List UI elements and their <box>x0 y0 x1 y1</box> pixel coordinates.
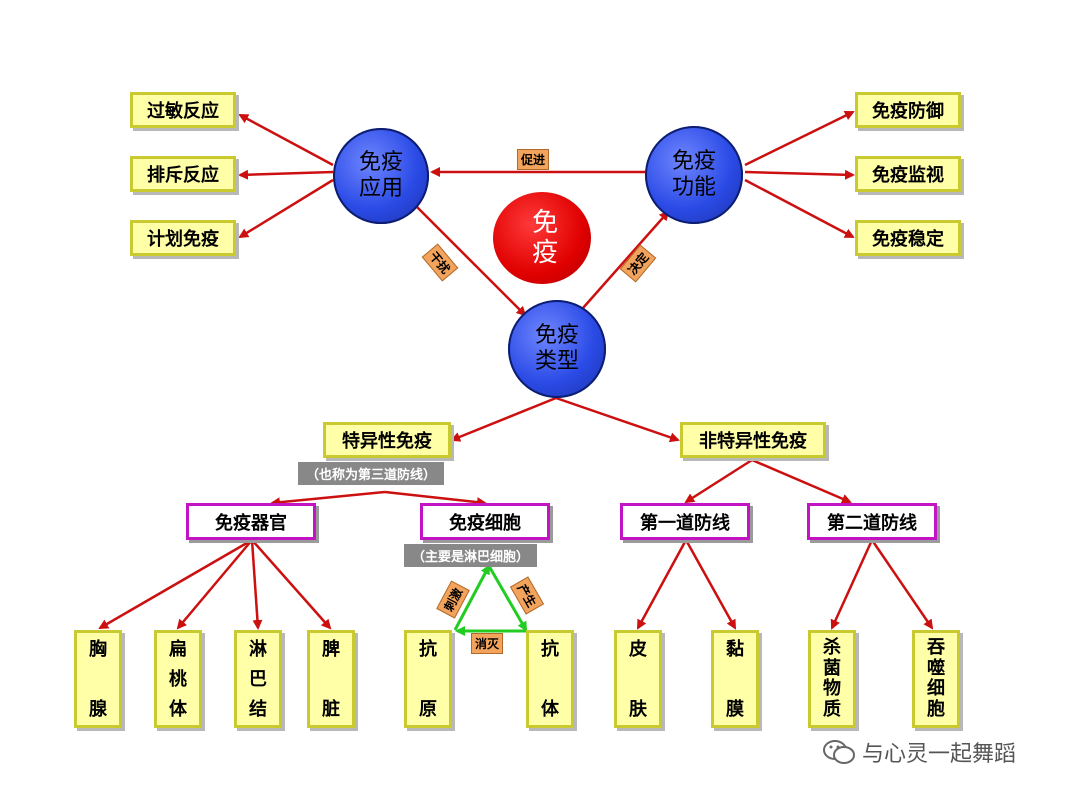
leaf-char: 黏 <box>726 639 744 660</box>
immune-organs-box: 免疫器官 <box>186 503 316 540</box>
nonspecific-immunity-box: 非特异性免疫 <box>680 422 826 458</box>
immune-type-circle: 免疫 类型 <box>508 300 606 398</box>
leaf-antigen: 抗 原 <box>404 630 452 728</box>
leaf-mucosa: 黏 膜 <box>711 630 759 728</box>
leaf-char: 质 <box>823 698 841 720</box>
watermark: 与心灵一起舞蹈 <box>822 736 1016 768</box>
leaf-char: 物 <box>823 678 841 700</box>
circle-label-line2: 应用 <box>358 176 403 201</box>
leaf-char: 巴 <box>249 669 267 690</box>
first-line-defense-box: 第一道防线 <box>620 503 750 540</box>
circle-label-line1: 免疫 <box>671 148 716 174</box>
leaf-char: 结 <box>249 699 267 720</box>
leaf-char: 体 <box>541 699 559 720</box>
leaf-spleen: 脾 脏 <box>307 630 355 728</box>
circle-label-line1: 免疫 <box>534 322 579 348</box>
leaf-char: 脏 <box>322 699 340 720</box>
rejection-reaction-box: 排斥反应 <box>130 156 236 192</box>
wechat-icon <box>823 740 855 764</box>
leaf-char: 腺 <box>89 699 107 720</box>
second-line-defense-box: 第二道防线 <box>807 503 937 540</box>
leaf-char: 细 <box>927 678 945 700</box>
planned-immunization-box: 计划免疫 <box>130 220 236 256</box>
leaf-char: 胸 <box>89 639 107 660</box>
immune-cells-note: （主要是淋巴细胞） <box>404 544 538 567</box>
leaf-char: 噬 <box>927 657 945 679</box>
leaf-char: 菌 <box>823 657 841 679</box>
eliminate-tag: 消灭 <box>471 633 504 654</box>
leaf-char: 杀 <box>823 637 841 658</box>
leaf-char: 淋 <box>249 639 267 660</box>
specific-immunity-note: （也称为第三道防线） <box>298 462 445 485</box>
circle-label-line2: 功能 <box>671 175 716 200</box>
circle-label-line2: 类型 <box>534 349 579 374</box>
immune-application-circle: 免疫 应用 <box>333 128 429 224</box>
leaf-char: 桃 <box>169 669 187 690</box>
leaf-char: 体 <box>169 699 187 720</box>
leaf-lymph-node: 淋 巴 结 <box>234 630 282 728</box>
immune-function-circle: 免疫 功能 <box>645 126 743 224</box>
leaf-char: 胞 <box>927 698 945 720</box>
promote-tag: 促进 <box>517 149 550 170</box>
leaf-char: 吞 <box>927 637 945 658</box>
leaf-char: 原 <box>419 699 437 720</box>
leaf-char: 膜 <box>726 699 744 720</box>
leaf-char: 脾 <box>322 639 340 660</box>
allergy-reaction-box: 过敏反应 <box>130 92 236 128</box>
leaf-thymus: 胸 腺 <box>74 630 122 728</box>
leaf-char: 皮 <box>629 639 647 660</box>
immune-surveillance-box: 免疫监视 <box>855 156 961 192</box>
leaf-bactericidal-substance: 杀 菌 物 质 <box>808 630 856 728</box>
leaf-char: 抗 <box>419 639 437 660</box>
leaf-char: 扁 <box>169 639 187 660</box>
leaf-antibody: 抗 体 <box>526 630 574 728</box>
leaf-char: 肤 <box>629 699 647 720</box>
center-label: 免疫 <box>527 208 558 268</box>
circle-label-line1: 免疫 <box>358 149 403 175</box>
leaf-char: 抗 <box>541 639 559 660</box>
immune-stability-box: 免疫稳定 <box>855 220 961 256</box>
leaf-skin: 皮 肤 <box>614 630 662 728</box>
specific-immunity-box: 特异性免疫 <box>323 422 451 458</box>
immune-defense-box: 免疫防御 <box>855 92 961 128</box>
immunity-center-circle: 免疫 <box>493 192 591 284</box>
leaf-tonsil: 扁 桃 体 <box>154 630 202 728</box>
immune-cells-box: 免疫细胞 <box>420 503 550 540</box>
leaf-phagocyte: 吞 噬 细 胞 <box>912 630 960 728</box>
watermark-text: 与心灵一起舞蹈 <box>862 742 1017 767</box>
